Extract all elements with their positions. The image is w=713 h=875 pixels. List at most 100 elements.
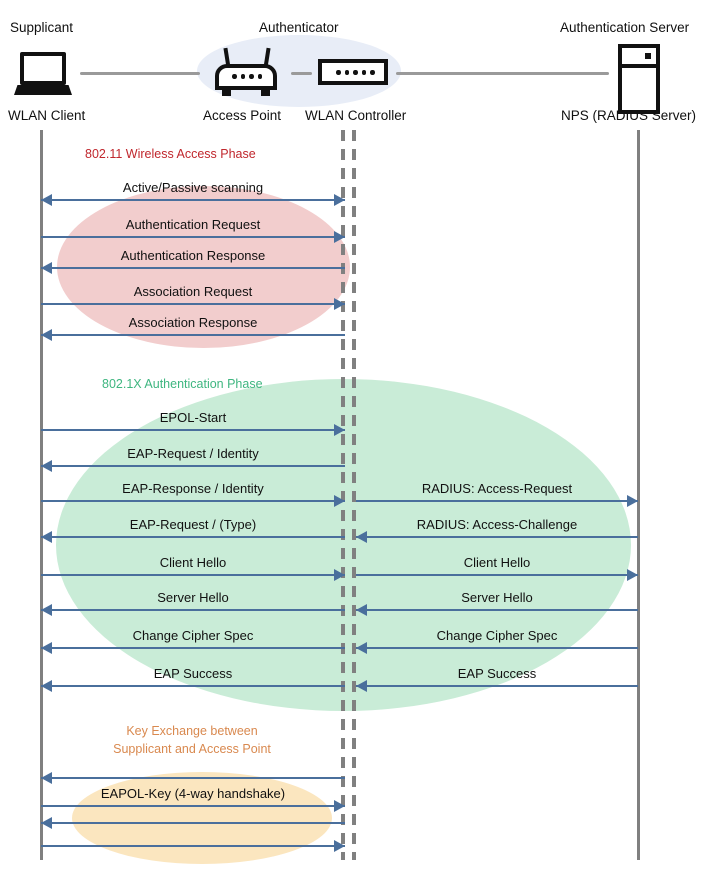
lifeline-supplicant [40,130,43,860]
message-line [356,574,638,576]
arrowhead-left-icon [356,679,367,692]
message-label: Association Response [128,315,258,330]
wlan-controller-led-dots [336,70,375,75]
message-label: EAP Success [153,666,233,681]
actor-name-wlan-client: WLAN Client [8,108,86,123]
message-line [356,536,638,538]
actor-name-access-point: Access Point [203,108,282,123]
message-label: RADIUS: Access-Request [421,481,573,496]
arrowhead-right-icon [334,193,345,206]
message-line [41,685,345,687]
message-line [41,574,345,576]
arrowhead-right-icon [334,494,345,507]
message-label: Change Cipher Spec [132,628,254,643]
message-label: Change Cipher Spec [436,628,558,643]
arrowhead-left-icon [41,530,52,543]
arrowhead-left-icon [41,261,52,274]
message-label: EAP-Response / Identity [122,481,264,496]
arrowhead-right-icon [334,839,345,852]
arrowhead-left-icon [41,641,52,654]
phase-label-wireless: 802.11 Wireless Access Phase [85,147,256,161]
message-line [41,303,345,305]
message-label: RADIUS: Access-Challenge [416,517,578,532]
message-label: Authentication Response [120,248,266,263]
actor-name-nps-radius-server: NPS (RADIUS Server) [561,108,697,123]
message-label: Authentication Request [125,217,261,232]
message-label: EPOL-Start [159,410,227,425]
arrowhead-left-icon [356,641,367,654]
wire-ap-to-controller [291,72,312,75]
message-label: Association Request [133,284,253,299]
message-line [41,609,345,611]
message-line [356,500,638,502]
message-line [41,845,345,847]
message-line [356,609,638,611]
phase-label-keyexchange: Key Exchange between Supplicant and Acce… [97,722,287,758]
message-line [356,685,638,687]
arrowhead-right-icon [334,568,345,581]
phase-label-keyexchange-line1: Key Exchange between [126,724,258,738]
laptop-screen-shape [20,52,66,85]
arrowhead-left-icon [41,771,52,784]
message-line [356,647,638,649]
access-point-icon [215,47,277,98]
message-label: Server Hello [461,590,533,605]
server-chassis-shape [618,44,660,114]
message-line [41,500,345,502]
arrowhead-right-icon [627,568,638,581]
ap-foot-left [222,90,231,96]
message-label: EAPOL-Key (4-way handshake) [100,786,286,801]
message-line [41,267,345,269]
message-line [41,199,345,201]
phase-label-keyexchange-line2: Supplicant and Access Point [113,742,271,756]
message-line [41,647,345,649]
arrowhead-left-icon [41,328,52,341]
phase-label-dot1x: 802.1X Authentication Phase [102,377,263,391]
message-line [41,334,345,336]
arrowhead-left-icon [41,816,52,829]
arrowhead-right-icon [334,423,345,436]
lifeline-radius-server [637,130,640,860]
lifeline-wlan-controller [352,130,356,860]
message-label: Active/Passive scanning [122,180,264,195]
actor-role-authentication-server: Authentication Server [560,20,690,35]
message-label: EAP Success [457,666,537,681]
message-label: EAP-Request / (Type) [129,517,257,532]
wire-client-to-ap [80,72,200,75]
phase-blob-keyexchange [72,772,332,864]
message-label: Client Hello [463,555,531,570]
message-line [41,805,345,807]
message-line [41,236,345,238]
arrowhead-left-icon [41,193,52,206]
server-icon [618,44,660,114]
message-line [41,777,345,779]
ap-body-shape [215,64,277,90]
wire-controller-to-server [396,72,609,75]
laptop-icon [14,52,72,96]
wlan-controller-icon [318,59,388,85]
message-line [41,465,345,467]
laptop-base-shape [14,85,72,95]
actor-role-supplicant: Supplicant [10,20,74,35]
message-line [41,822,345,824]
ap-led-dots [232,74,262,79]
arrowhead-right-icon [334,297,345,310]
arrowhead-left-icon [356,603,367,616]
arrowhead-right-icon [627,494,638,507]
server-led [645,53,651,59]
arrowhead-left-icon [356,530,367,543]
message-label: Client Hello [159,555,227,570]
arrowhead-right-icon [334,230,345,243]
ap-foot-right [261,90,270,96]
arrowhead-left-icon [41,459,52,472]
message-line [41,429,345,431]
arrowhead-right-icon [334,799,345,812]
actor-name-wlan-controller: WLAN Controller [305,108,407,123]
message-line [41,536,345,538]
actor-role-authenticator: Authenticator [259,20,339,35]
message-label: Server Hello [157,590,229,605]
message-label: EAP-Request / Identity [127,446,259,461]
arrowhead-left-icon [41,603,52,616]
arrowhead-left-icon [41,679,52,692]
